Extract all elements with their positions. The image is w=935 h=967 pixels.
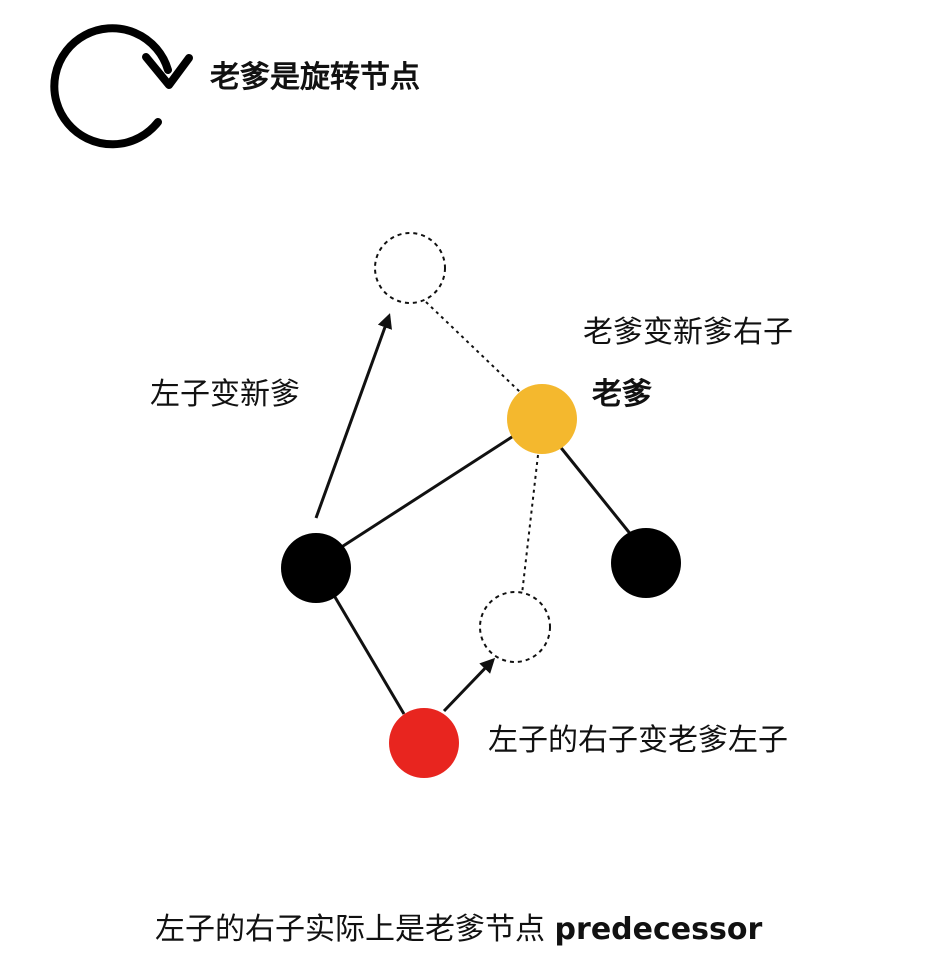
rotate-clockwise-icon <box>50 24 193 149</box>
right-child-node <box>611 528 681 598</box>
diagram-title: 老爹是旋转节点 <box>210 60 420 95</box>
new-left-child-position-placeholder <box>479 591 551 663</box>
caption-text: 左子的右子实际上是老爹节点 <box>155 912 545 947</box>
label-left-child-becomes-new-parent: 左子变新爹 <box>150 377 300 412</box>
left-child-right-child-node <box>389 708 459 778</box>
label-old-parent-becomes-right-child: 老爹变新爹右子 <box>583 315 793 350</box>
edge-old-parent-right-child <box>556 443 634 537</box>
left-child-node <box>281 533 351 603</box>
edge-old-parent-left-child <box>339 433 516 550</box>
dotted-edge-old-position <box>425 301 521 393</box>
label-old-parent: 老爹 <box>592 377 652 412</box>
arrow-left-child-to-new-parent <box>314 313 392 519</box>
new-parent-position-placeholder <box>374 232 446 304</box>
arrow-red-node-to-new-position <box>442 657 496 713</box>
edge-left-child-red-node <box>330 591 406 715</box>
old-parent-node <box>507 384 577 454</box>
caption: 左子的右子实际上是老爹节点 predecessor <box>155 915 762 945</box>
label-left-right-becomes-old-parent-left: 左子的右子变老爹左子 <box>488 723 788 758</box>
caption-term: predecessor <box>554 912 763 947</box>
dotted-edge-new-left-child <box>521 454 539 595</box>
